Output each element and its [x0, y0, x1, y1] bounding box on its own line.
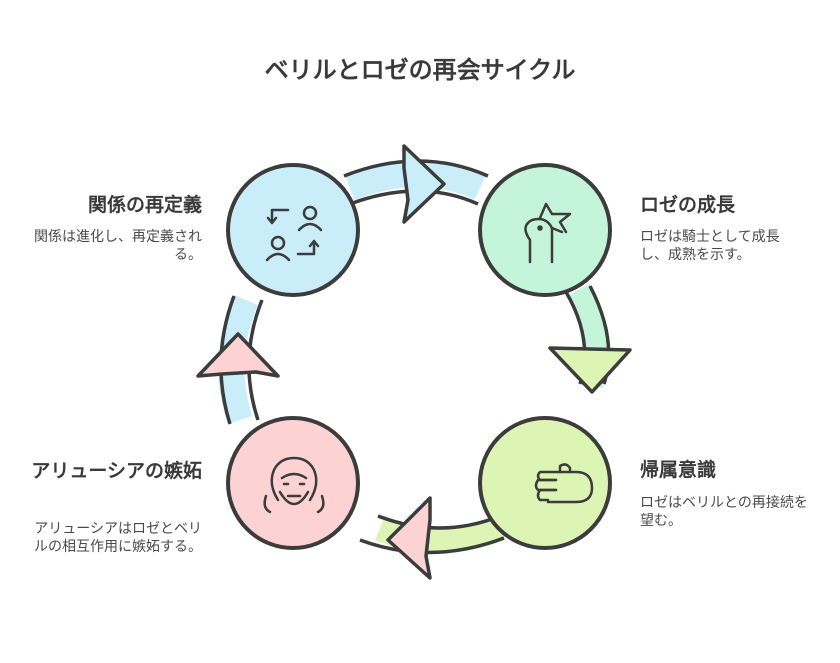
bearded-face-icon: [263, 456, 325, 514]
stage-title-belonging: 帰属意識: [640, 459, 717, 481]
stage-jealousy: [226, 416, 360, 550]
relationship-cycle-icon: [265, 205, 323, 262]
stage-description-redefinition: 関係は進化し、再定義される。: [34, 229, 202, 263]
arc-redefinition-to-growth: [343, 144, 489, 224]
stage-description-jealousy: アリューシアはロゼとベリルの相互作用に嫉妬する。: [34, 521, 202, 555]
stage-title-jealousy: アリューシアの嫉妬: [31, 460, 202, 482]
arc-jealousy-to-redefinition: [196, 294, 280, 425]
stage-description-belonging: ロゼはベリルとの再接続を望む。: [640, 495, 808, 529]
stage-description-growth: ロゼは騎士として成長し、成熟を示す。: [640, 229, 780, 263]
stage-title-growth: ロゼの成長: [640, 194, 736, 216]
stage-growth: [478, 163, 612, 297]
stage-belonging: [478, 416, 612, 550]
bird-icon: [524, 202, 572, 264]
stage-redefinition: [226, 163, 360, 297]
arc-growth-to-belonging: [548, 283, 632, 394]
arc-belonging-to-jealousy: [359, 496, 505, 580]
diagram-title: ベリルとロゼの再会サイクル: [264, 56, 576, 84]
hand-icon: [534, 463, 594, 504]
stage-title-redefinition: 関係の再定義: [87, 194, 202, 216]
